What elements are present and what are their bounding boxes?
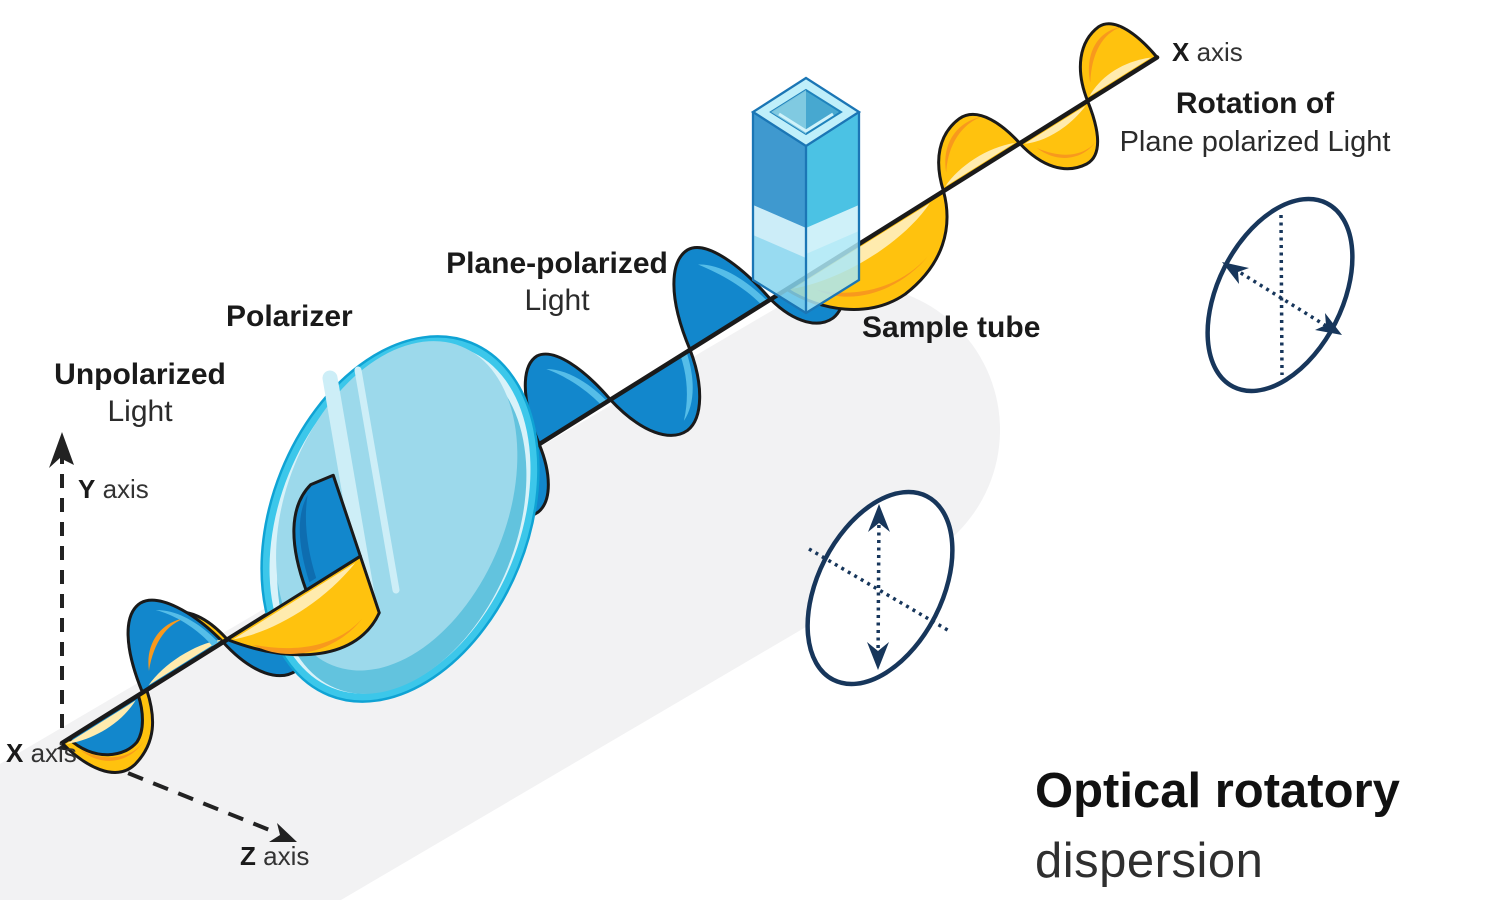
z-axis-arrow-icon xyxy=(269,823,297,842)
diagonal-dotted-line xyxy=(808,547,952,634)
plane-polarized-line1: Plane-polarized xyxy=(446,247,668,280)
plane-polarized-lobe xyxy=(608,348,702,437)
arrowhead-downright-icon xyxy=(1315,313,1342,335)
sample-tube-cuvette xyxy=(750,76,862,315)
polarizer-streak xyxy=(354,366,400,594)
z-axis-word: axis xyxy=(255,841,310,871)
tube-liquid-right xyxy=(806,205,859,313)
tube-face-right xyxy=(806,112,859,228)
tube-face-left xyxy=(753,112,806,228)
arrowhead-down-icon xyxy=(867,642,889,670)
x-axis-bottom-word: axis xyxy=(23,738,77,768)
unpolarized-blue-lobe xyxy=(126,598,225,695)
arrowhead-up-icon xyxy=(868,504,890,532)
unpolarized-light-line1: Unpolarized xyxy=(54,358,226,391)
gray-band xyxy=(0,285,1000,900)
unpolarized-light-label: Unpolarized Light xyxy=(30,356,250,430)
y-axis-label: Y axis xyxy=(78,474,149,505)
rotation-line1: Rotation of xyxy=(1175,87,1335,120)
plane-polarized-light-label: Plane-polarized Light xyxy=(428,245,686,319)
title-line2: dispersion xyxy=(1035,834,1264,888)
x-axis-top-word: axis xyxy=(1189,37,1243,67)
y-axis-word: axis xyxy=(95,474,149,504)
tube-reflection xyxy=(753,205,806,258)
plane-polarized-lobe xyxy=(672,246,773,352)
rotated-yellow-petal xyxy=(1018,99,1100,171)
diagonal-dotted-arrow-line xyxy=(1227,263,1337,334)
sample-tube-label: Sample tube xyxy=(862,311,1041,344)
title-line1: Optical rotatory xyxy=(1035,764,1400,818)
tube-opening-highlight xyxy=(778,112,834,133)
plane-polarized-line2: Light xyxy=(524,284,590,317)
tube-reflection xyxy=(806,205,859,254)
vertical-dotted-arrow-line xyxy=(876,509,881,665)
y-axis-arrow-icon xyxy=(49,432,74,468)
unpolarized-light-line2: Light xyxy=(107,395,173,428)
z-axis-letter: Z xyxy=(240,841,256,871)
x-axis-bottom-label: X axis xyxy=(6,738,77,769)
rotation-label: Rotation of Plane polarized Light xyxy=(1100,85,1410,161)
x-axis-top-letter: X xyxy=(1172,37,1190,67)
polarizer-label: Polarizer xyxy=(226,300,353,333)
tube-opening-shade xyxy=(771,90,806,134)
y-axis-letter: Y xyxy=(78,474,96,504)
polarization-ellipse-after xyxy=(1205,196,1355,394)
polarization-ellipse-before xyxy=(805,489,955,687)
x-axis-top-label: X axis xyxy=(1172,37,1243,68)
z-axis-label: Z axis xyxy=(240,841,309,872)
diagram-title: Optical rotatory dispersion xyxy=(1035,756,1400,896)
rotation-line2: Plane polarized Light xyxy=(1119,126,1391,158)
arrowhead-upleft-icon xyxy=(1222,262,1249,284)
x-axis-bottom-letter: X xyxy=(6,738,24,768)
waves-at-polarizer xyxy=(225,473,381,657)
